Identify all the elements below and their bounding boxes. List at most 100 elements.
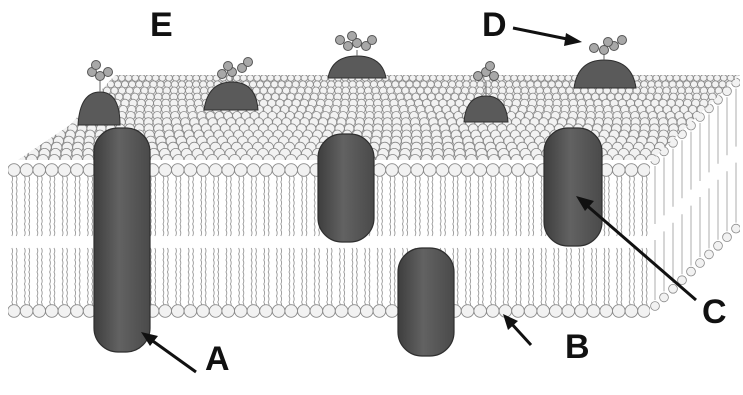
phospholipid-icon bbox=[197, 305, 210, 318]
arrow-b bbox=[503, 314, 531, 345]
phospholipid-icon bbox=[222, 305, 235, 318]
phospholipid-icon bbox=[49, 124, 58, 133]
phospholipid-icon bbox=[159, 164, 172, 177]
phospholipid-icon bbox=[613, 164, 626, 177]
phospholipid-icon bbox=[450, 75, 457, 82]
phospholipid-icon bbox=[184, 305, 197, 318]
phospholipid-icon bbox=[112, 75, 119, 82]
phospholipid-icon bbox=[518, 75, 525, 82]
phospholipid-icon bbox=[653, 75, 660, 82]
phospholipid-icon bbox=[403, 75, 410, 82]
phospholipid-icon bbox=[638, 305, 651, 318]
glycoprotein-5 bbox=[574, 36, 636, 89]
phospholipid-icon bbox=[260, 305, 273, 318]
phospholipid-icon bbox=[373, 305, 386, 318]
phospholipid-icon bbox=[723, 233, 732, 242]
phospholipid-icon bbox=[443, 75, 450, 82]
phospholipid-icon bbox=[272, 164, 285, 177]
glycoprotein-icon bbox=[590, 36, 627, 61]
phospholipid-icon bbox=[562, 81, 569, 88]
phospholipid-icon bbox=[197, 164, 210, 177]
phospholipid-icon bbox=[288, 75, 295, 82]
phospholipid-icon bbox=[107, 81, 114, 88]
phospholipid-icon bbox=[335, 305, 348, 318]
phospholipid-icon bbox=[235, 164, 248, 177]
integral-protein-c bbox=[544, 128, 602, 246]
phospholipid-icon bbox=[261, 75, 268, 82]
phospholipid-icon bbox=[436, 75, 443, 82]
phospholipid-icon bbox=[348, 305, 361, 318]
phospholipid-icon bbox=[209, 164, 222, 177]
phospholipid-icon bbox=[430, 75, 437, 82]
glycoprotein-3 bbox=[328, 32, 386, 79]
phospholipid-icon bbox=[159, 305, 172, 318]
phospholipid-icon bbox=[298, 305, 311, 318]
phospholipid-icon bbox=[457, 75, 464, 82]
phospholipid-icon bbox=[8, 164, 21, 177]
phospholipid-icon bbox=[705, 250, 714, 259]
phospholipid-icon bbox=[449, 164, 462, 177]
phospholipid-icon bbox=[209, 305, 222, 318]
phospholipid-icon bbox=[499, 164, 512, 177]
phospholipid-icon bbox=[281, 75, 288, 82]
phospholipid-icon bbox=[660, 75, 667, 82]
phospholipid-icon bbox=[71, 164, 84, 177]
phospholipid-icon bbox=[272, 305, 285, 318]
phospholipid-icon bbox=[639, 75, 646, 82]
phospholipid-icon bbox=[721, 75, 728, 82]
phospholipid-icon bbox=[206, 75, 213, 82]
phospholipid-icon bbox=[157, 81, 164, 88]
phospholipid-icon bbox=[314, 81, 321, 88]
phospholipid-icon bbox=[173, 75, 180, 82]
phospholipid-icon bbox=[361, 305, 374, 318]
phospholipid-icon bbox=[474, 305, 487, 318]
phospholipid-icon bbox=[513, 81, 520, 88]
phospholipid-icon bbox=[139, 75, 146, 82]
phospholipid-icon bbox=[461, 164, 474, 177]
phospholipid-icon bbox=[247, 305, 260, 318]
phospholipid-icon bbox=[461, 305, 474, 318]
phospholipid-icon bbox=[132, 75, 139, 82]
phospholipid-icon bbox=[464, 75, 471, 82]
phospholipid-icon bbox=[298, 164, 311, 177]
phospholipid-icon bbox=[700, 75, 707, 82]
phospholipid-icon bbox=[531, 75, 538, 82]
phospholipid-icon bbox=[396, 75, 403, 82]
phospholipid-icon bbox=[33, 164, 46, 177]
phospholipid-icon bbox=[409, 75, 416, 82]
phospholipid-icon bbox=[363, 81, 370, 88]
phospholipid-icon bbox=[687, 75, 694, 82]
phospholipid-icon bbox=[575, 305, 588, 318]
phospholipid-icon bbox=[669, 284, 678, 293]
phospholipid-icon bbox=[152, 75, 159, 82]
glycoprotein-icon bbox=[336, 32, 377, 57]
phospholipid-icon bbox=[301, 75, 308, 82]
phospholipid-icon bbox=[71, 305, 84, 318]
phospholipid-icon bbox=[613, 305, 626, 318]
phospholipid-icon bbox=[646, 75, 653, 82]
integral-protein-upper-middle bbox=[318, 134, 374, 242]
arrow-d bbox=[513, 28, 582, 46]
label-c: C bbox=[702, 295, 727, 329]
phospholipid-icon bbox=[159, 75, 166, 82]
phospholipid-icon bbox=[512, 164, 525, 177]
phospholipid-icon bbox=[487, 305, 500, 318]
phospholipid-icon bbox=[524, 164, 537, 177]
phospholipid-icon bbox=[254, 75, 261, 82]
phospholipid-icon bbox=[274, 75, 281, 82]
phospholipid-icon bbox=[207, 81, 214, 88]
phospholipid-icon bbox=[551, 75, 558, 82]
phospholipid-icon bbox=[321, 75, 328, 82]
phospholipid-icon bbox=[294, 75, 301, 82]
phospholipid-icon bbox=[58, 164, 71, 177]
phospholipid-icon bbox=[193, 75, 200, 82]
phospholipid-icon bbox=[651, 302, 660, 311]
phospholipid-icon bbox=[235, 305, 248, 318]
phospholipid-icon bbox=[33, 305, 46, 318]
phospholipid-icon bbox=[146, 75, 153, 82]
phospholipid-icon bbox=[600, 305, 613, 318]
phospholipid-icon bbox=[537, 305, 550, 318]
transmembrane-protein-a bbox=[94, 128, 150, 352]
phospholipid-icon bbox=[625, 164, 638, 177]
